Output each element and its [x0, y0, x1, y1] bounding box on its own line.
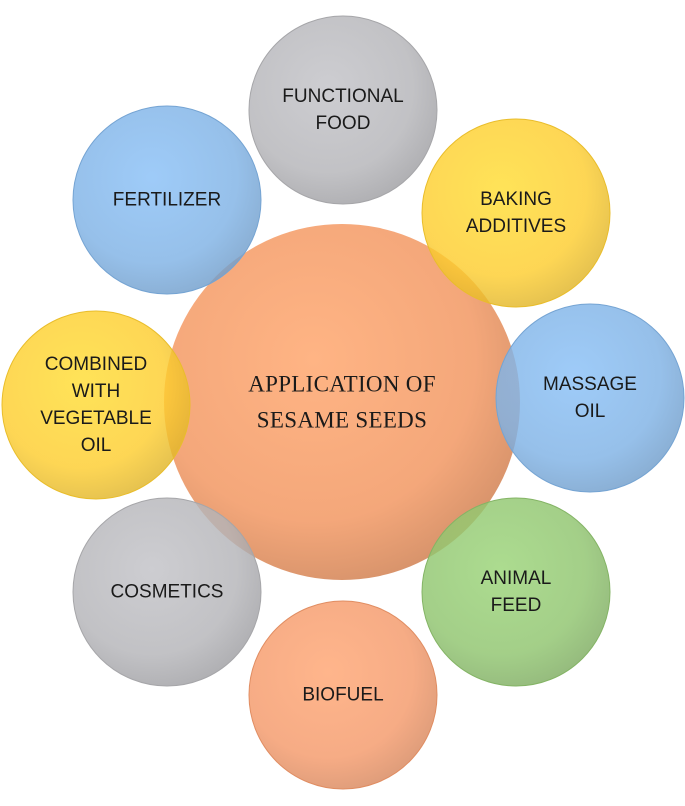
- node-massage-oil-label: OIL: [575, 401, 606, 422]
- node-baking-additives-label: ADDITIVES: [466, 216, 566, 237]
- node-fertilizer-label: FERTILIZER: [113, 190, 221, 211]
- node-animal-feed-label: ANIMAL: [481, 568, 552, 589]
- center-label: APPLICATION OF: [248, 372, 436, 397]
- node-massage-oil-circle: [495, 303, 685, 493]
- node-baking-additives: BAKING ADDITIVES: [421, 118, 611, 308]
- node-combined-with-vegetable-oil: COMBINED WITH VEGETABLE OIL: [1, 310, 191, 500]
- node-functional-food-circle: [248, 15, 438, 205]
- node-combined-with-vegetable-oil-label: OIL: [81, 435, 112, 456]
- node-fertilizer-circle: [72, 105, 262, 295]
- node-animal-feed: ANIMAL FEED: [421, 497, 611, 687]
- node-baking-additives-label: BAKING: [480, 189, 552, 210]
- center-node: [164, 224, 520, 580]
- node-baking-additives-circle: [421, 118, 611, 308]
- node-fertilizer: FERTILIZER: [72, 105, 262, 295]
- node-combined-with-vegetable-oil-label: WITH: [72, 381, 121, 402]
- node-combined-with-vegetable-oil-circle: [1, 310, 191, 500]
- node-biofuel-circle: [248, 600, 438, 790]
- node-massage-oil: MASSAGE OIL: [495, 303, 685, 493]
- node-cosmetics-label: COSMETICS: [111, 582, 224, 603]
- node-functional-food-label: FUNCTIONAL: [282, 86, 403, 107]
- center-label: SESAME SEEDS: [257, 408, 427, 433]
- node-combined-with-vegetable-oil-label: COMBINED: [45, 354, 147, 375]
- node-functional-food: FUNCTIONAL FOOD: [248, 15, 438, 205]
- node-functional-food-label: FOOD: [316, 113, 371, 134]
- node-cosmetics-circle: [72, 497, 262, 687]
- center-circle: [164, 224, 520, 580]
- node-animal-feed-circle: [421, 497, 611, 687]
- node-biofuel: BIOFUEL: [248, 600, 438, 790]
- node-massage-oil-label: MASSAGE: [543, 374, 637, 395]
- node-animal-feed-label: FEED: [491, 595, 542, 616]
- node-biofuel-label: BIOFUEL: [302, 685, 383, 706]
- node-cosmetics: COSMETICS: [72, 497, 262, 687]
- node-combined-with-vegetable-oil-label: VEGETABLE: [40, 408, 152, 429]
